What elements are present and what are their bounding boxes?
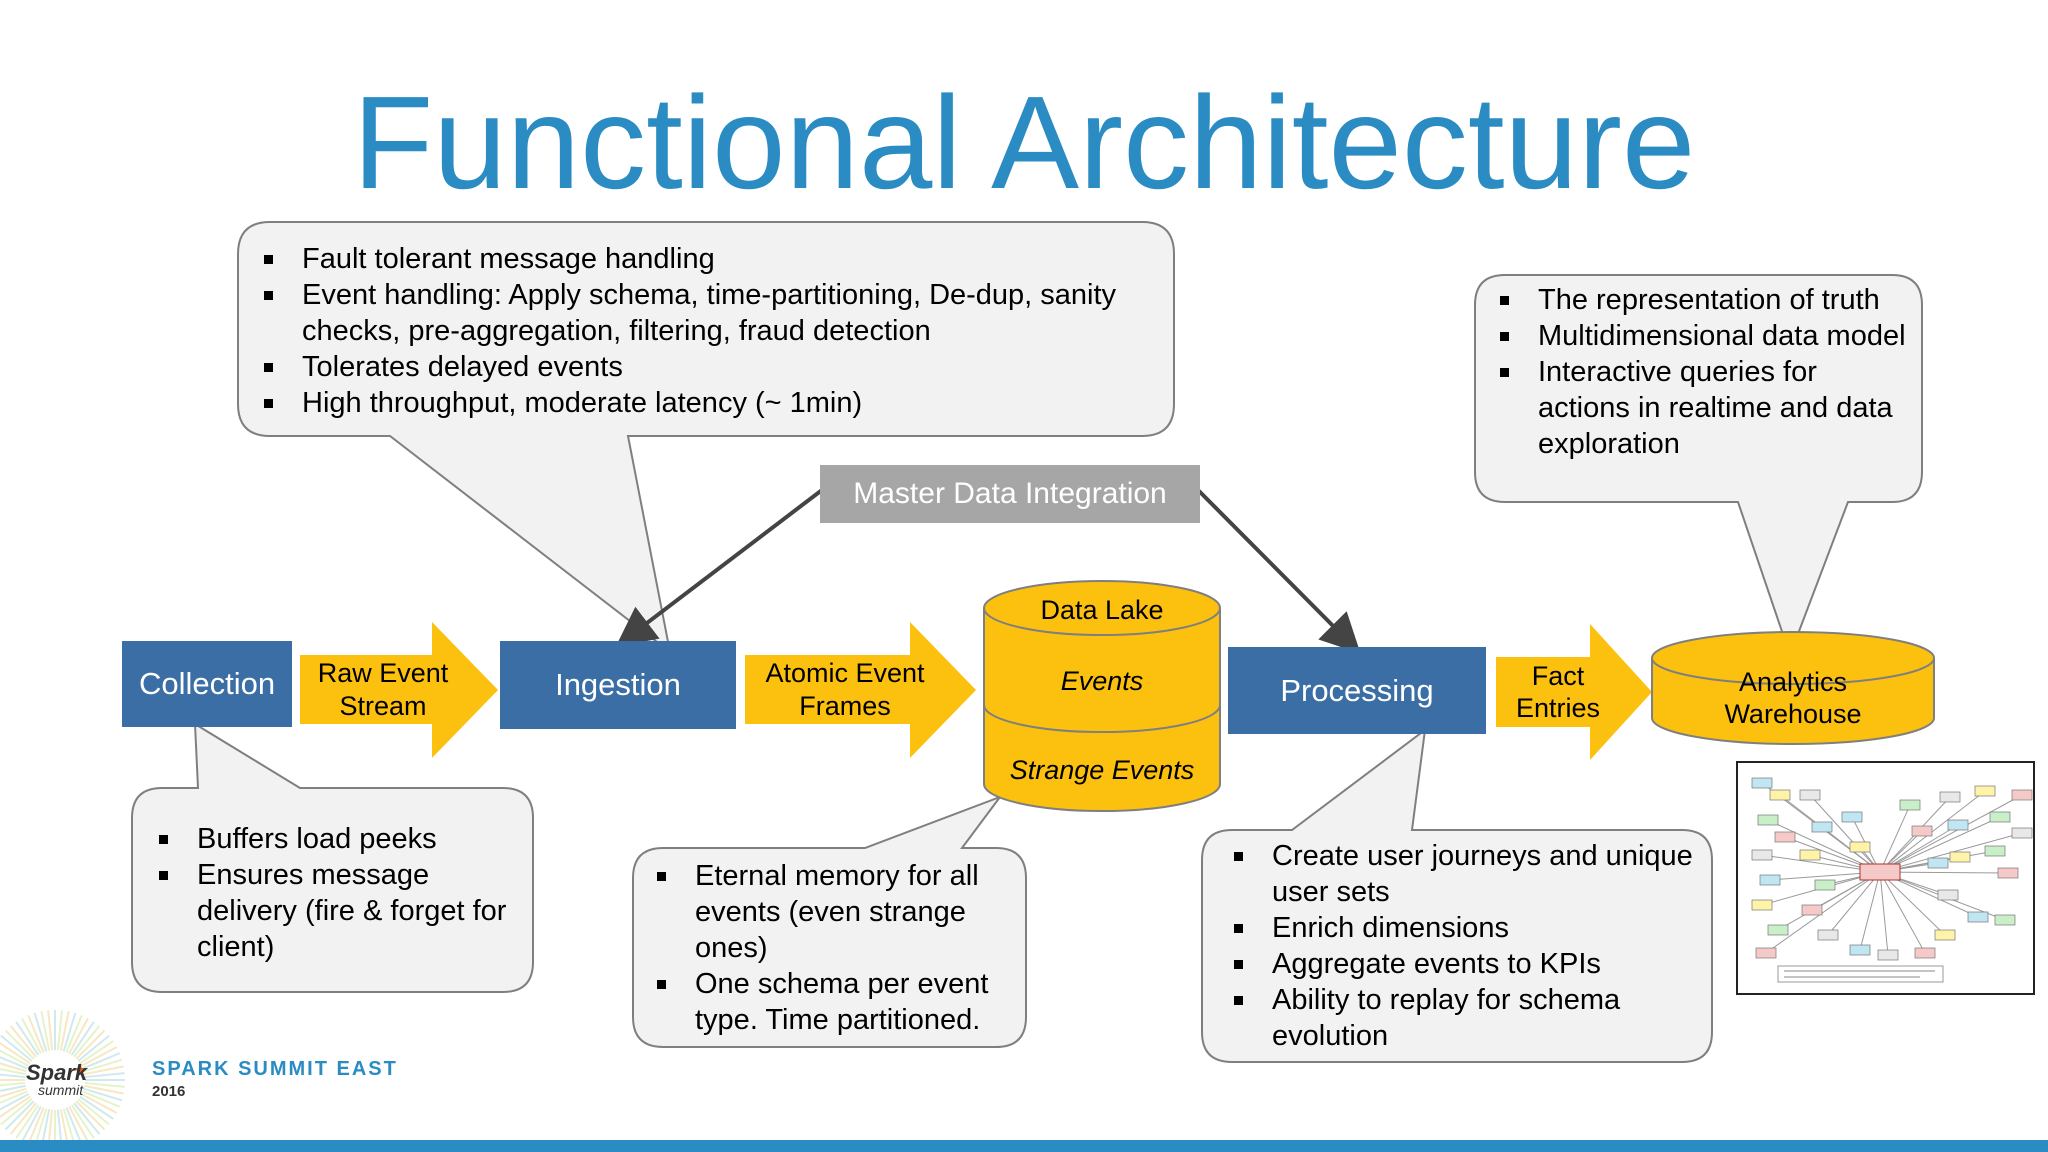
callout-ingestion-bubble bbox=[237, 221, 1175, 655]
callout-collection-bubble bbox=[131, 722, 534, 993]
list-item: Ability to replay for schema evolution bbox=[1232, 982, 1702, 1054]
callout-warehouse-bubble bbox=[1474, 274, 1923, 658]
list-item: Ensures message delivery (fire & forget … bbox=[157, 857, 517, 965]
page-title: Functional Architecture bbox=[352, 69, 1696, 216]
svg-text:★: ★ bbox=[72, 1060, 88, 1080]
list-item: Fault tolerant message handling bbox=[262, 241, 1152, 277]
processing-box: Processing bbox=[1228, 647, 1486, 734]
list-item: One schema per event type. Time partitio… bbox=[655, 966, 1015, 1038]
callout-processing-text: Create user journeys and unique user set… bbox=[1232, 838, 1702, 1054]
master-data-label: Master Data Integration bbox=[853, 477, 1167, 510]
spark-summit-logo-icon: ★ bbox=[0, 1010, 125, 1150]
logo-text: Spark bbox=[26, 1060, 88, 1085]
list-item: Eternal memory for all events (even stra… bbox=[655, 858, 1015, 966]
list-item: Interactive queries for actions in realt… bbox=[1498, 354, 1908, 462]
list-item: The representation of truth bbox=[1498, 282, 1908, 318]
data-lake-events: Events bbox=[1060, 666, 1144, 696]
callout-warehouse-text: The representation of truth Multidimensi… bbox=[1498, 282, 1908, 462]
raw-event-stream-arrow bbox=[300, 622, 498, 758]
schema-thumbnail-icon bbox=[1736, 761, 2035, 995]
callout-data-lake-text: Eternal memory for all events (even stra… bbox=[655, 858, 1015, 1038]
footer-logo: Spark summit bbox=[0, 990, 140, 1140]
ingestion-box: Ingestion bbox=[500, 641, 736, 729]
logo-subtext: summit bbox=[38, 1082, 84, 1098]
callout-processing-bubble bbox=[1201, 727, 1713, 1063]
list-item: Aggregate events to KPIs bbox=[1232, 946, 1702, 982]
list-item: Event handling: Apply schema, time-parti… bbox=[262, 277, 1152, 349]
fact-entries-arrow bbox=[1496, 624, 1652, 760]
data-lake-cylinder bbox=[983, 580, 1221, 812]
callout-data-lake-bubble bbox=[632, 794, 1027, 1048]
callout-collection-text: Buffers load peeks Ensures message deliv… bbox=[157, 821, 517, 965]
bottom-bar bbox=[0, 1140, 2048, 1152]
footer-brand: SPARK SUMMIT EAST bbox=[152, 1058, 398, 1080]
master-to-processing-connector bbox=[1196, 488, 1361, 654]
ingestion-label: Ingestion bbox=[555, 667, 681, 702]
footer-year: 2016 bbox=[152, 1083, 186, 1100]
list-item: Enrich dimensions bbox=[1232, 910, 1702, 946]
list-item: Create user journeys and unique user set… bbox=[1232, 838, 1702, 910]
collection-box: Collection bbox=[122, 641, 292, 727]
list-item: Tolerates delayed events bbox=[262, 349, 1152, 385]
list-item: High throughput, moderate latency (~ 1mi… bbox=[262, 385, 1152, 421]
data-lake-title: Data Lake bbox=[1040, 595, 1164, 625]
list-item: Buffers load peeks bbox=[157, 821, 517, 857]
processing-label: Processing bbox=[1280, 672, 1434, 708]
warehouse-cylinder bbox=[1651, 631, 1935, 745]
callout-ingestion-text: Fault tolerant message handling Event ha… bbox=[262, 241, 1152, 421]
data-lake-strange-events: Strange Events bbox=[1009, 755, 1195, 785]
atomic-event-frames-arrow bbox=[745, 622, 976, 758]
collection-label: Collection bbox=[138, 666, 276, 701]
list-item: Multidimensional data model bbox=[1498, 318, 1908, 354]
warehouse-label: Analytics Warehouse bbox=[1724, 667, 1862, 730]
master-to-ingestion-connector bbox=[615, 488, 824, 647]
master-data-box: Master Data Integration bbox=[820, 465, 1200, 523]
